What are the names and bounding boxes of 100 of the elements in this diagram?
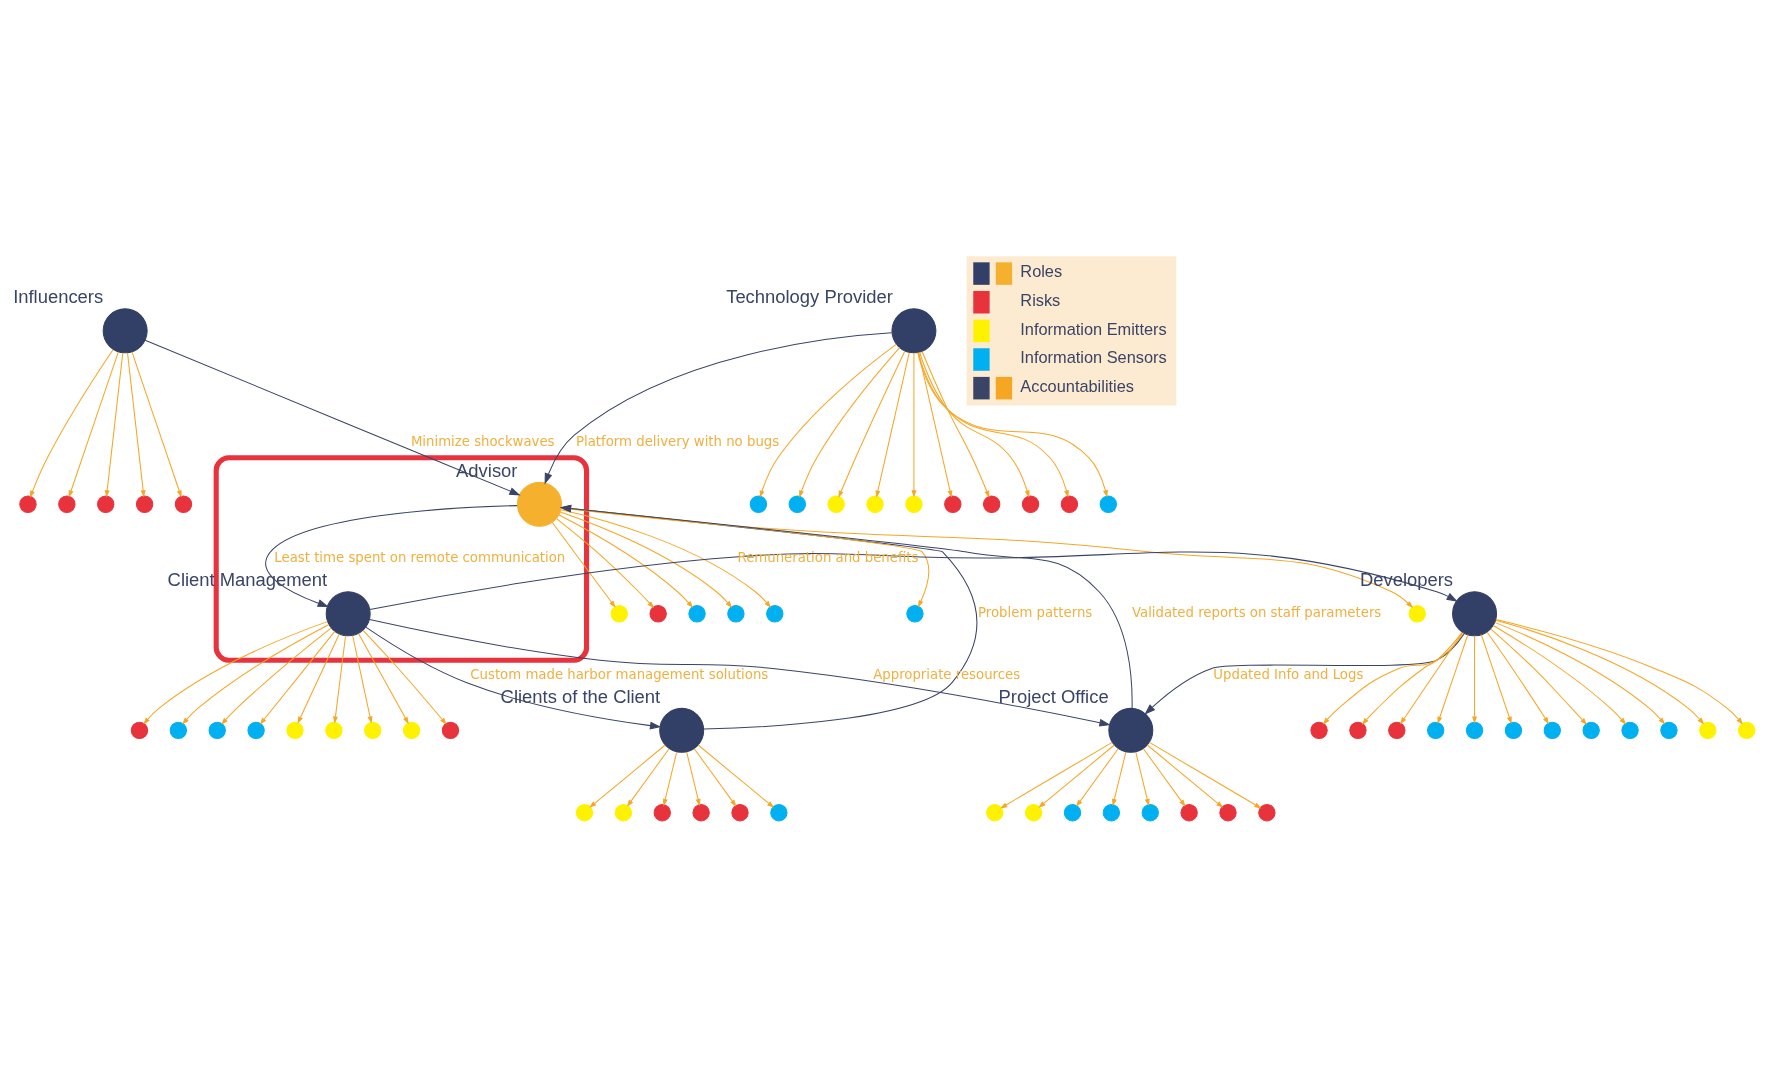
arrow [30, 349, 114, 498]
arrow [921, 351, 990, 498]
arrow [358, 633, 409, 725]
arrow [693, 748, 737, 807]
node-circle [766, 605, 784, 623]
arrow [1472, 635, 1478, 724]
edge-label: Minimize shockwaves [410, 433, 555, 449]
arrow [838, 350, 906, 498]
arrow [544, 332, 893, 485]
node-circle [130, 721, 149, 740]
node-circle [827, 495, 845, 513]
arrow [143, 621, 328, 725]
node-circle [610, 605, 628, 623]
node-circle [1543, 721, 1561, 740]
node-label: Influencers [13, 286, 104, 308]
node-circle [135, 495, 154, 513]
legend-label: Roles [1020, 262, 1063, 281]
arrow [1480, 634, 1512, 724]
arrow [917, 352, 1108, 498]
arrow [697, 744, 775, 808]
arrow [1111, 751, 1127, 807]
arrow [369, 619, 1111, 727]
node-circle [1102, 804, 1121, 822]
node-circle [1452, 591, 1498, 637]
node-circle [169, 721, 188, 740]
edge-label: Least time spent on remote communication [274, 550, 566, 566]
node-circle [692, 804, 710, 822]
node-circle [364, 721, 382, 740]
node-circle [1504, 721, 1523, 740]
arrow [875, 352, 910, 498]
legend-label: Risks [1020, 291, 1061, 310]
arrow [265, 505, 518, 607]
node-circle [286, 721, 304, 740]
arrow [1000, 741, 1113, 809]
node-circle [1219, 804, 1237, 822]
arrow [297, 633, 340, 724]
arrow [559, 511, 733, 608]
node-circle [97, 495, 115, 513]
node-circle [1388, 721, 1406, 740]
arrow [1495, 619, 1743, 725]
node-circle [1699, 721, 1717, 740]
arrow [917, 352, 1069, 498]
node-circle [905, 495, 923, 513]
arrow [686, 751, 701, 807]
node-circle [19, 495, 37, 513]
edge-label: Custom made harbor management solutions [470, 667, 769, 683]
node-circle [653, 804, 671, 822]
node-circle [402, 721, 421, 740]
node-circle [731, 804, 749, 822]
node-circle [1310, 721, 1328, 740]
node-circle [1582, 721, 1600, 740]
arrow [1148, 741, 1262, 809]
legend-label: Information Sensors [1020, 348, 1167, 367]
arrow [560, 507, 930, 608]
node-circle [441, 721, 460, 740]
arrow [369, 551, 1458, 610]
node-circle [517, 481, 562, 527]
arrow [556, 518, 655, 609]
node-label: Project Office [998, 685, 1109, 707]
node-circle [688, 605, 706, 623]
arrow [1400, 632, 1463, 725]
arrow [1142, 748, 1186, 807]
arrow [560, 509, 772, 608]
cluster [213, 455, 590, 663]
arrow [1076, 748, 1119, 807]
legend-label: Information Emitters [1020, 319, 1167, 338]
node-circle [208, 721, 226, 740]
node-circle [325, 721, 343, 740]
node-circle [1021, 495, 1040, 513]
arrow [551, 522, 616, 608]
arrow [759, 343, 897, 498]
node-circle [102, 308, 148, 354]
edge-label: Validated reports on staff parameters [1131, 605, 1382, 621]
node-circle [649, 605, 667, 623]
node-circle [1141, 804, 1159, 822]
node-circle [1660, 721, 1678, 740]
node-circle [1258, 804, 1276, 822]
node-circle [1060, 495, 1079, 513]
node-circle [749, 495, 768, 513]
node-circle [1024, 804, 1043, 822]
arrow [559, 504, 978, 730]
node-circle [1108, 707, 1154, 753]
arrow [799, 347, 901, 498]
edge-label: Platform delivery with no bugs [576, 433, 780, 449]
arrow [1495, 619, 1705, 725]
edge-label: Appropriate resources [873, 667, 1021, 683]
node-circle [174, 495, 193, 513]
node-circle [770, 804, 788, 822]
node-label: Advisor [456, 459, 518, 481]
arrow [558, 514, 694, 609]
node-circle [575, 804, 594, 822]
arrow [221, 627, 332, 725]
arrow [362, 630, 447, 725]
edge-label: Updated Info and Logs [1213, 667, 1364, 683]
node-circle [1349, 721, 1367, 740]
node-circle [727, 605, 745, 623]
node-circle [944, 495, 962, 513]
node-circle [986, 804, 1004, 822]
node-circle [1427, 721, 1445, 740]
node-circle [1099, 495, 1117, 513]
